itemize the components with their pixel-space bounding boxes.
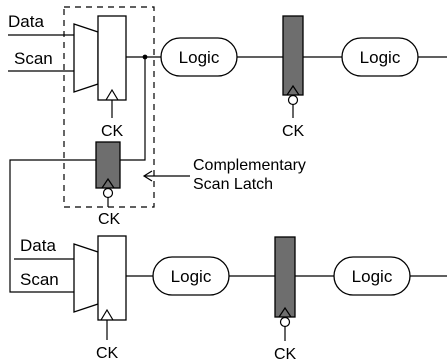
flipflop-bottom-clock-label: CK — [96, 345, 119, 362]
mux-bottom — [73, 243, 99, 313]
scan-input-label-top: Scan — [14, 49, 53, 68]
latch-top-clock-icon — [286, 84, 300, 96]
latch-bottom-inverter-bubble — [279, 316, 291, 328]
flipflop-top-clock-icon — [105, 88, 119, 101]
flipflop-bottom-clock-icon — [100, 308, 114, 321]
flipflop-top — [97, 15, 127, 101]
scan-latch-clock-icon — [101, 177, 115, 189]
latch-top-clock-label: CK — [282, 123, 305, 140]
scan-latch-output-wire — [9, 159, 96, 293]
flipflop-top-clock-label: CK — [101, 123, 124, 140]
scan-feed-wire — [120, 57, 146, 161]
annotation-arrow-head — [142, 170, 153, 182]
scan-latch-inverter-bubble — [102, 187, 114, 199]
flipflop-bottom — [97, 235, 127, 321]
latch-bottom — [274, 236, 296, 318]
annotation-line-2: Scan Latch — [193, 176, 273, 193]
logic-label-bottom-1: Logic — [171, 267, 212, 286]
latch-bottom-clock-icon — [278, 306, 292, 318]
annotation-line-1: Complementary — [193, 157, 306, 174]
logic-label-bottom-2: Logic — [352, 267, 393, 286]
dashed-boundary — [63, 6, 155, 208]
data-input-label-bottom: Data — [20, 236, 56, 255]
logic-label-top-2: Logic — [360, 48, 401, 67]
scan-latch-clock-label: CK — [98, 211, 121, 228]
latch-top — [282, 15, 304, 96]
latch-top-inverter-bubble — [287, 94, 299, 106]
data-input-label-top: Data — [8, 12, 44, 31]
scan-latch — [95, 141, 121, 189]
mux-top — [73, 23, 99, 93]
logic-label-top-1: Logic — [179, 48, 220, 67]
scan-input-label-bottom: Scan — [20, 270, 59, 289]
latch-bottom-clock-label: CK — [274, 346, 297, 363]
